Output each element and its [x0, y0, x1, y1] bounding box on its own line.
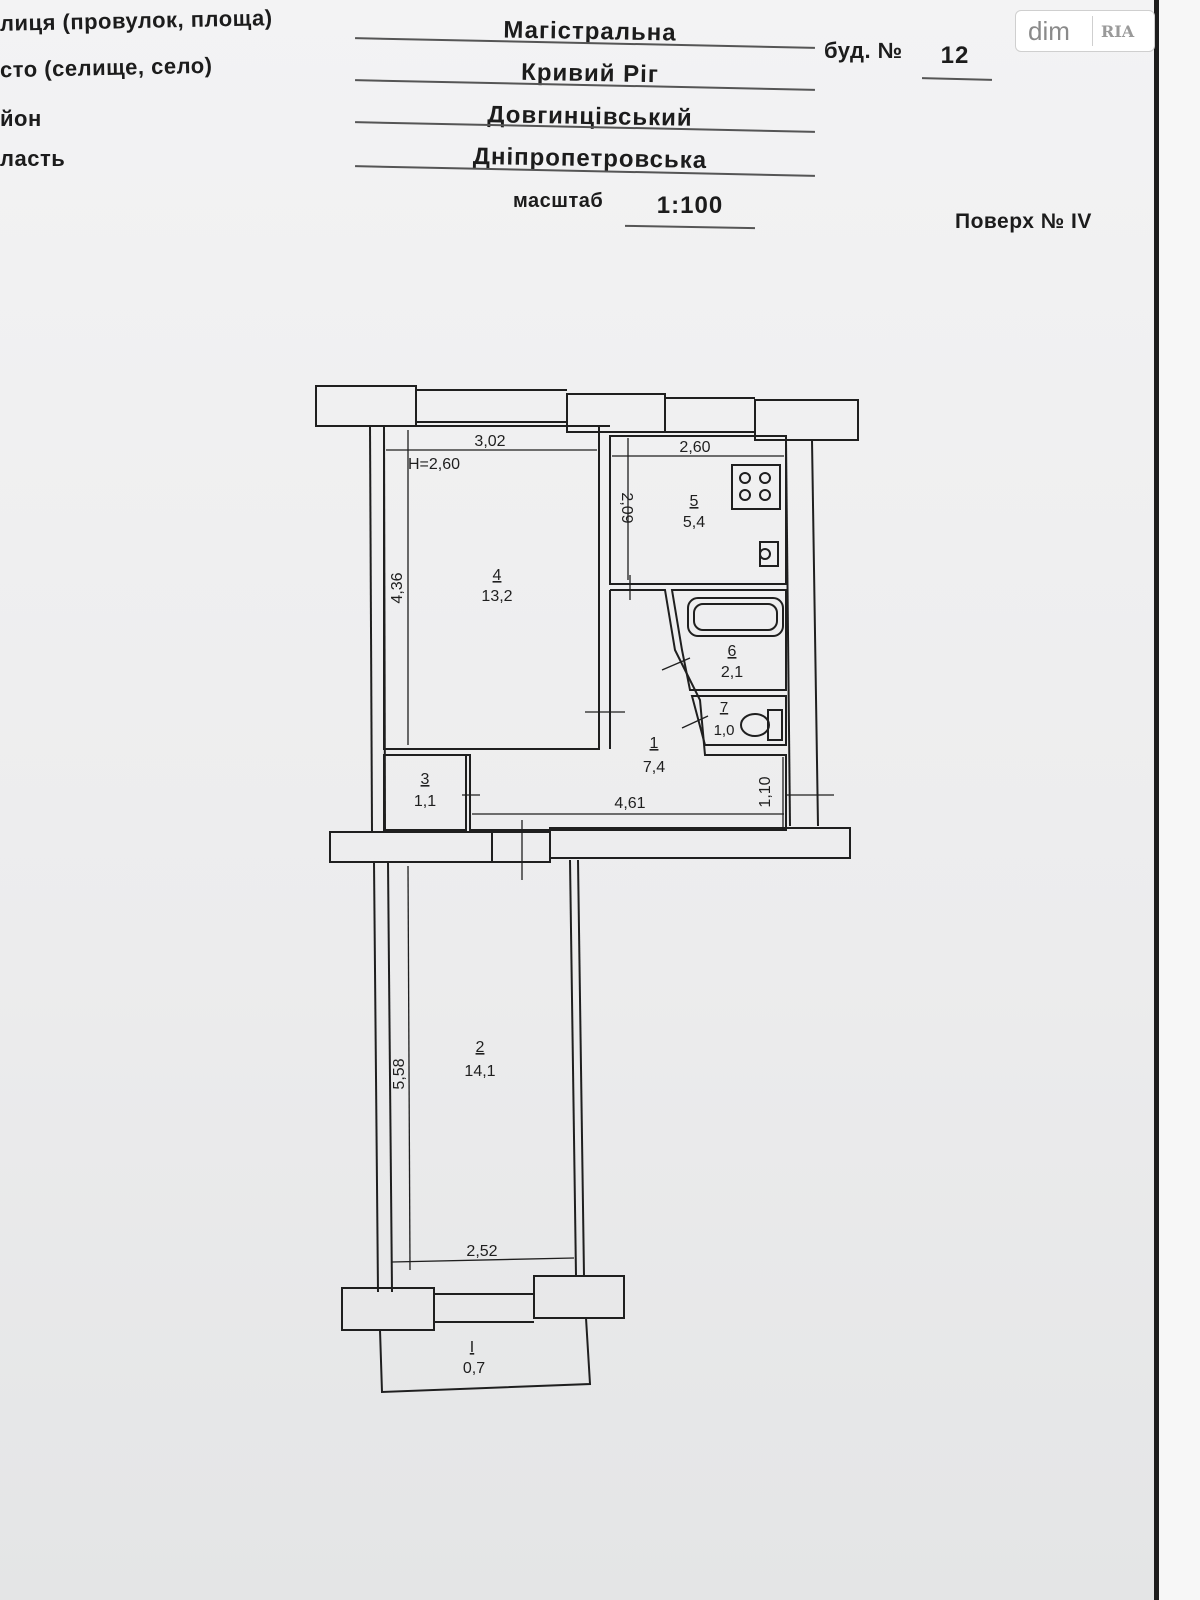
- room-3-area: 1,1: [414, 793, 436, 810]
- scale-value: 1:100: [656, 192, 724, 219]
- wall-bottom-left-pier: [341, 1287, 435, 1331]
- dim-room2-length: 5,58: [391, 1058, 408, 1089]
- room-4-number: 4: [493, 567, 502, 584]
- wall-top-middle-pier: [566, 393, 666, 433]
- dim-room4-length: 4,36: [389, 572, 406, 603]
- room-7-number: 7: [720, 699, 728, 716]
- building-number: 12: [940, 42, 970, 69]
- dim-room5-width: 2,60: [679, 439, 710, 456]
- wall-middle-left: [329, 831, 493, 863]
- room-3-number: 3: [421, 771, 430, 788]
- stove-burner-icon: [759, 472, 771, 484]
- dim-corridor-width: 4,61: [614, 795, 645, 812]
- building-label: буд. №: [824, 38, 903, 63]
- balcony-area: 0,7: [463, 1360, 485, 1377]
- dim-line-room2-width: [391, 1257, 575, 1263]
- bathtub-icon: [687, 597, 784, 637]
- wall-room2-right-inner: [569, 859, 577, 1277]
- stove-burner-icon: [739, 489, 751, 501]
- wall-top-right-pier: [754, 399, 859, 441]
- room-7-outline: [690, 695, 787, 746]
- door-mark-room6: [661, 657, 691, 671]
- wall-room2-left-inner: [387, 861, 393, 1293]
- watermark-dim-text: dim: [1028, 15, 1070, 46]
- dim-line-room2-length: [407, 865, 411, 1271]
- stove-icon: [731, 464, 781, 510]
- dimria-watermark: dim RIA: [1015, 10, 1155, 52]
- district-label: йон: [0, 106, 42, 131]
- balcony-outline: [379, 1317, 592, 1394]
- wall-middle-right: [549, 827, 851, 859]
- room-1-outline: [384, 589, 787, 831]
- room-5-number: 5: [690, 493, 699, 510]
- room-6-outline: [670, 589, 787, 691]
- room-2-number: 2: [476, 1039, 485, 1056]
- wall-room2-left-outer: [373, 861, 379, 1293]
- stove-burner-icon: [759, 489, 771, 501]
- ceiling-height: H=2,60: [408, 456, 460, 473]
- watermark-ria-logo: RIA: [1101, 21, 1135, 41]
- bathtub-inner: [693, 603, 778, 631]
- wall-room2-right-outer: [577, 859, 585, 1277]
- document-sheet: [0, 0, 1158, 1600]
- wall-bottom-right-pier: [533, 1275, 625, 1319]
- room-6-area: 2,1: [721, 664, 743, 681]
- sheet-edge-shadow: [1154, 0, 1159, 1600]
- watermark-divider: [1092, 16, 1093, 46]
- wall-left-outer: [369, 425, 373, 833]
- room-3-outline: [383, 754, 467, 831]
- dim-room5-length: 2,09: [618, 492, 635, 523]
- wall-top-left-pier: [315, 385, 417, 427]
- stove-burner-icon: [739, 472, 751, 484]
- floor-plan: 3,02 2,60 H=2,60 4,36 2,09 4 13,2 5 5,4 …: [315, 385, 859, 1394]
- room-7-area: 1,0: [714, 722, 735, 739]
- wall-right-outer: [811, 439, 819, 827]
- doorway-room-2: [491, 831, 551, 863]
- room-1-number: 1: [650, 735, 659, 752]
- door-mark-room7: [681, 715, 709, 729]
- room-5-outline: [609, 435, 787, 585]
- room-4-outline: [383, 425, 600, 750]
- floor-label: Поверх № IV: [955, 210, 1092, 233]
- dim-corridor-depth: 1,10: [757, 776, 774, 807]
- room-5-area: 5,4: [683, 514, 705, 531]
- balcony-number: I: [470, 1339, 474, 1356]
- background-strip: [1159, 0, 1200, 1600]
- scale-label: масштаб: [513, 190, 604, 212]
- room-1-area: 7,4: [643, 759, 665, 776]
- sink-drain-icon: [759, 548, 771, 560]
- room-6-number: 6: [728, 643, 737, 660]
- region-label: ласть: [0, 146, 66, 171]
- room-2-area: 14,1: [464, 1063, 495, 1080]
- dim-room4-width: 3,02: [474, 433, 505, 450]
- toilet-tank-icon: [767, 709, 783, 741]
- room-4-area: 13,2: [481, 588, 512, 605]
- toilet-bowl-icon: [740, 713, 770, 737]
- dim-room2-width: 2,52: [466, 1243, 497, 1260]
